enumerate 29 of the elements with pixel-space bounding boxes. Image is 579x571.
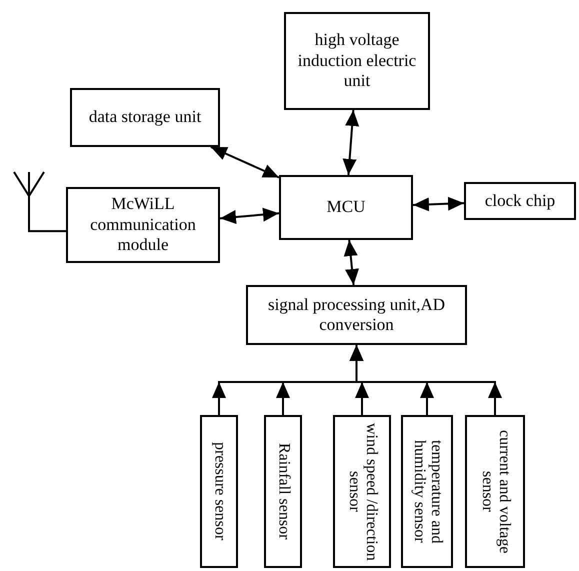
box-label: data storage unit <box>88 107 202 128</box>
arrow <box>412 196 464 212</box>
sensor-box <box>200 415 238 568</box>
arrow <box>344 240 359 286</box>
arrow <box>210 146 280 178</box>
block-box <box>246 285 467 345</box>
box-label: current and voltage sensor <box>478 428 512 556</box>
sensor-box <box>264 415 302 568</box>
block-box <box>279 175 413 240</box>
block-box <box>464 182 576 220</box>
box-label: temperature and humidity sensor <box>410 438 444 546</box>
block-box <box>66 187 220 263</box>
box-label: MCU <box>326 197 366 218</box>
box-label: McWiLL communication module <box>89 194 197 256</box>
arrow <box>350 345 502 415</box>
box-label: Rainfall sensor <box>274 443 292 540</box>
antenna-icon <box>12 170 46 210</box>
arrow <box>220 208 280 224</box>
block-box <box>70 88 220 147</box>
box-label: signal processing unit,AD conversion <box>266 294 446 336</box>
box-label: pressure sensor <box>210 442 228 541</box>
block-box <box>284 12 430 110</box>
arrow <box>342 110 360 176</box>
sensor-box <box>333 415 391 568</box>
sensor-box <box>401 415 453 568</box>
box-label: high voltage induction electric unit <box>296 30 418 92</box>
box-label: clock chip <box>484 190 556 212</box>
sensor-box <box>465 415 525 568</box>
box-label: wind speed /direction sensor <box>345 422 379 562</box>
